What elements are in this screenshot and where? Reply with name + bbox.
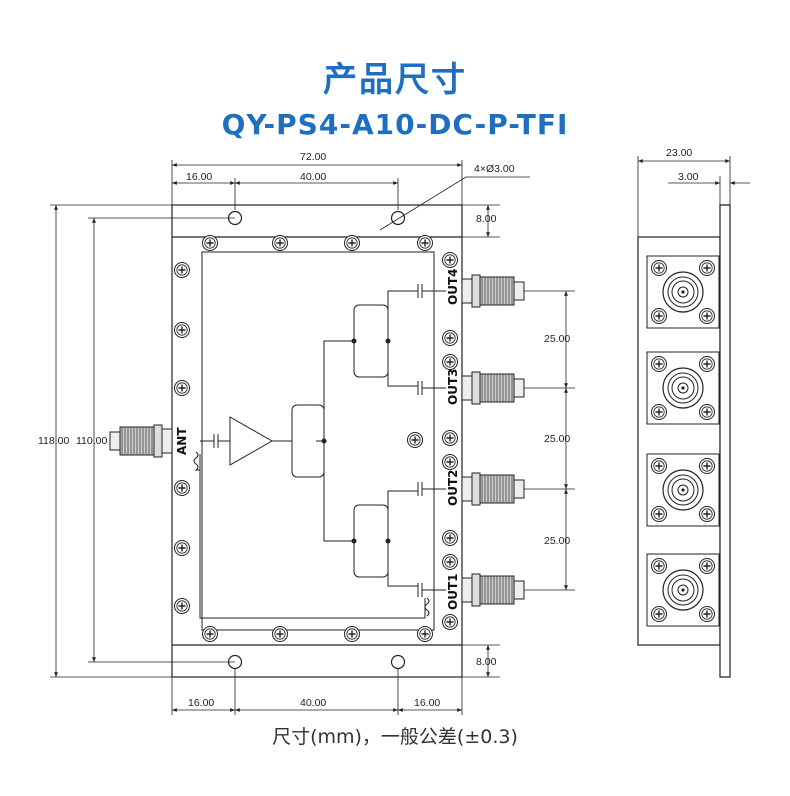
dim-port-pitch-1: 25.00: [544, 333, 570, 345]
output-connectors: [461, 274, 525, 607]
model-number: QY-PS4-A10-DC-P-TFI: [221, 108, 569, 141]
input-connector: [109, 424, 173, 458]
dim-port-pitch-3: 25.00: [544, 535, 570, 547]
port-label-out1: OUT1: [446, 574, 460, 610]
port-label-out3: OUT3: [446, 369, 460, 405]
dim-bottom-left: 16.00: [188, 697, 214, 709]
tolerance-note: 尺寸(mm)，一般公差(±0.3): [272, 726, 518, 748]
dim-port-pitch-2: 25.00: [544, 433, 570, 445]
dimension-lines: [50, 160, 575, 715]
dim-left-offset: 16.00: [186, 171, 212, 183]
dim-hole-height: 110.00: [76, 435, 107, 447]
dim-side-flange: 3.00: [678, 171, 699, 183]
dim-bottom-right: 16.00: [414, 697, 440, 709]
side-dimension-lines: [637, 156, 750, 237]
page-title: 产品尺寸: [323, 60, 467, 100]
port-label-out2: OUT2: [446, 470, 460, 506]
dim-top-margin: 8.00: [476, 213, 497, 225]
dim-side-depth: 23.00: [666, 147, 692, 159]
port-label-ant: ANT: [175, 427, 189, 455]
dim-hole-spacing: 40.00: [300, 171, 326, 183]
port-label-out4: OUT4: [446, 269, 460, 305]
internal-schematic: [193, 284, 446, 619]
dim-bottom-margin: 8.00: [476, 656, 497, 668]
dim-height-total: 118.00: [38, 435, 69, 447]
dim-width-total: 72.00: [300, 151, 326, 163]
dim-bottom-mid: 40.00: [300, 697, 326, 709]
cover-screws: [173, 234, 459, 643]
dim-holes-callout: 4×Ø3.00: [474, 163, 515, 175]
